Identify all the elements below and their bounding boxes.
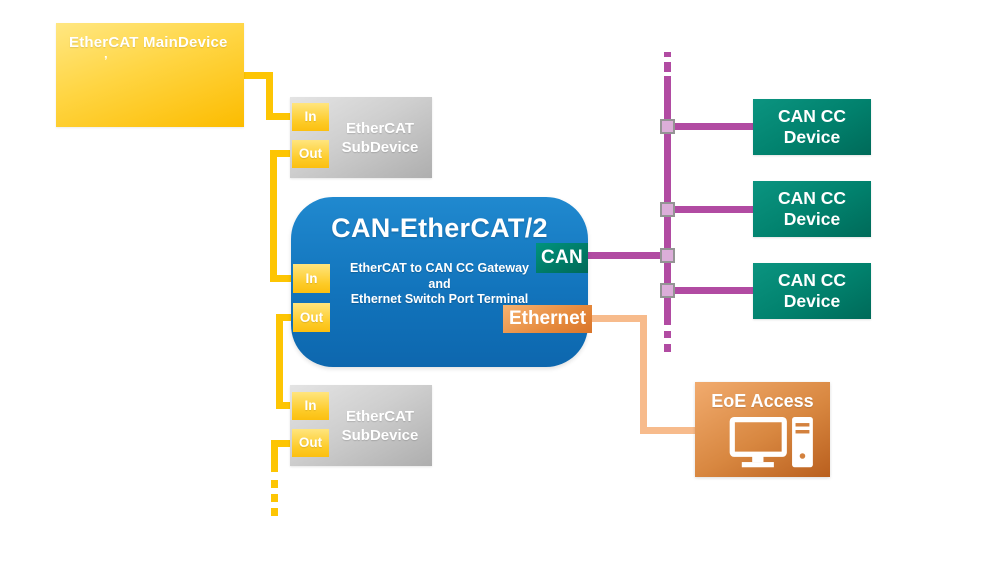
wire-sub2-out-v [271, 440, 278, 472]
can-device-3-line1: CAN CC [777, 270, 847, 290]
subdevice2-label-line2: SubDevice [341, 426, 419, 444]
main-device-box: EtherCAT MainDevice ’ [56, 23, 244, 127]
gateway-subtitle-line3: Ethernet Switch Port Terminal [350, 292, 529, 306]
subdevice1-label-line1: EtherCAT [345, 119, 415, 137]
ethernet-wire-h2 [640, 427, 696, 434]
subdevice2-in-port: In [292, 392, 329, 420]
can-bus-dash-bottom-1 [664, 331, 671, 338]
can-branch-device2 [671, 206, 753, 213]
can-device-1-line2: Device [783, 127, 841, 147]
subdevice2-out-port: Out [292, 429, 329, 457]
wire-sub2-dash-2 [271, 494, 278, 502]
gateway-box: CAN-EtherCAT/2 EtherCAT to CAN CC Gatewa… [291, 197, 588, 367]
can-branch-gateway [588, 252, 664, 259]
gateway-subtitle-line2: and [428, 276, 451, 291]
can-bus-connector-4 [660, 283, 675, 298]
computer-icon [729, 417, 813, 468]
can-bus-dash-top-1 [664, 52, 671, 57]
wire-main-to-sub1-h2 [266, 113, 294, 120]
gateway-ethernet-port: Ethernet [503, 305, 592, 333]
gateway-title: CAN-EtherCAT/2 [331, 213, 548, 243]
gateway-can-port: CAN [536, 243, 588, 273]
ethernet-wire-v [640, 315, 647, 434]
can-device-2-line2: Device [783, 209, 841, 229]
wire-sub1-to-gw-h2 [270, 275, 295, 282]
wire-sub1-to-gw-h1 [270, 150, 294, 157]
can-bus-dash-top-2 [664, 62, 671, 72]
gateway-in-port: In [293, 264, 330, 293]
subdevice1-out-port: Out [292, 140, 329, 168]
wire-gw-to-sub2-v [276, 314, 283, 409]
can-device-3: CAN CC Device [753, 263, 871, 319]
wire-sub2-dash-3 [271, 508, 278, 516]
can-device-1: CAN CC Device [753, 99, 871, 155]
subdevice1-label-line2: SubDevice [341, 138, 419, 156]
wire-main-to-sub1-h1 [243, 72, 273, 79]
eoe-access-box: EoE Access [695, 382, 830, 477]
main-device-stray-mark: ’ [104, 53, 108, 68]
eoe-access-label: EoE Access [711, 391, 814, 411]
can-bus-connector-1 [660, 119, 675, 134]
wire-gw-to-sub2-h1 [276, 314, 295, 321]
can-device-2-line1: CAN CC [777, 188, 847, 208]
wire-sub1-to-gw-v [270, 150, 277, 282]
can-device-2: CAN CC Device [753, 181, 871, 237]
can-device-3-line2: Device [783, 291, 841, 311]
can-branch-device1 [671, 123, 753, 130]
subdevice1-label: EtherCAT SubDevice [330, 119, 430, 157]
can-bus-dash-bottom-2 [664, 344, 671, 352]
subdevice2-label-line1: EtherCAT [345, 407, 415, 425]
subdevice1-in-port: In [292, 103, 329, 131]
ethernet-wire-h1 [590, 315, 647, 322]
can-bus-vertical [664, 76, 671, 325]
can-bus-connector-2 [660, 202, 675, 217]
subdevice2-label: EtherCAT SubDevice [330, 407, 430, 445]
main-device-label: EtherCAT MainDevice [69, 34, 228, 51]
wire-main-to-sub1-v [266, 72, 273, 120]
wire-sub2-out-h [271, 440, 295, 447]
can-bus-connector-3 [660, 248, 675, 263]
gateway-subtitle: EtherCAT to CAN CC Gateway and Ethernet … [291, 261, 588, 308]
gateway-subtitle-line1: EtherCAT to CAN CC Gateway [350, 261, 529, 275]
gateway-out-port: Out [293, 303, 330, 332]
wire-sub2-dash-1 [271, 480, 278, 488]
wire-gw-to-sub2-h2 [276, 402, 295, 409]
can-branch-device3 [671, 287, 753, 294]
can-device-1-line1: CAN CC [777, 106, 847, 126]
